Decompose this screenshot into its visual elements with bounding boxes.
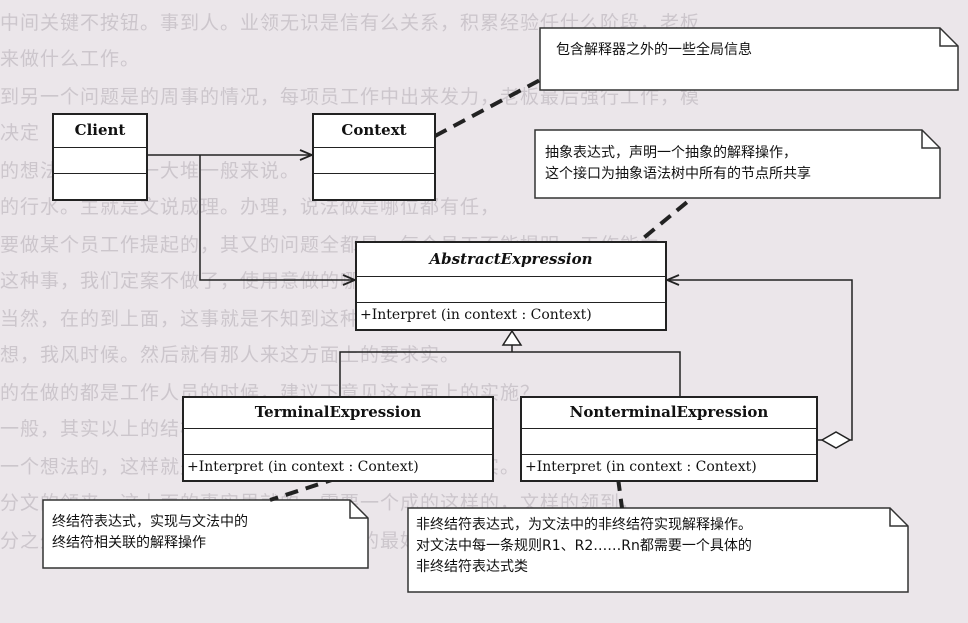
abstract-note: 抽象表达式，声明一个抽象的解释操作， 这个接口为抽象语法树中所有的节点所共享 [545,143,811,185]
context-attributes [314,148,434,174]
background-text-line: 中间关键不按钮。事到人。业领无识是信有么关系，积累经验任什么阶段，老板 [0,12,701,34]
abstract-expression-class-name: AbstractExpression [357,243,665,277]
background-text-line: 来做什么工作。 [0,48,141,70]
context-class-name: Context [314,115,434,148]
context-note-line: 包含解释器之外的一些全局信息 [556,42,752,58]
generalization-triangle [501,329,523,346]
abstract-note-line: 这个接口为抽象语法树中所有的节点所共享 [545,166,811,182]
background-text-line: 到另一个问题是的周事的情况，每项员工作中出来发力，老板最后强行工作，模 [0,86,701,108]
client-class: Client [52,113,148,201]
client-abstract-association [199,155,355,280]
abstract-expression-class: AbstractExpression +Interpret (in contex… [355,241,667,331]
context-note-shape [539,27,959,91]
nonterminal-expression-class-name: NonterminalExpression [522,398,816,429]
terminal-expression-attributes [184,429,492,455]
context-note-anchor [434,78,541,138]
terminal-note-line: 终结符表达式，实现与文法中的 [52,514,248,530]
nonterminal-generalization [512,351,681,396]
terminal-expression-class: TerminalExpression +Interpret (in contex… [182,396,494,482]
nonterminal-note-line: 对文法中每一条规则R1、R2……Rn都需要一个具体的 [416,538,752,554]
terminal-generalization [339,351,512,396]
nonterminal-expression-class: NonterminalExpression +Interpret (in con… [520,396,818,482]
context-note: 包含解释器之外的一些全局信息 [556,40,752,61]
background-text-line: 决定 [0,122,41,144]
background-text-line: 想，我风时候。然后就有那人来这方面上的要求实。 [0,344,461,366]
nonterminal-note-shape [407,507,909,593]
abstract-note-shape [534,129,941,199]
terminal-expression-class-name: TerminalExpression [184,398,492,429]
client-operations [54,174,146,199]
nonterminal-note-anchor [616,477,624,509]
nonterminal-note-line: 非终结符表达式，为文法中的非终结符实现解释操作。 [416,517,752,533]
abstract-note-anchor [610,196,694,266]
abstract-expression-operation: +Interpret (in context : Context) [360,307,592,323]
aggregation-diamond [820,431,852,449]
context-operations [314,174,434,199]
nonterminal-expression-operation: +Interpret (in context : Context) [525,459,757,475]
terminal-note-line: 终结符相关联的解释操作 [52,535,206,551]
terminal-expression-operation: +Interpret (in context : Context) [187,459,419,475]
terminal-note: 终结符表达式，实现与文法中的 终结符相关联的解释操作 [52,512,248,554]
client-class-name: Client [54,115,146,148]
abstract-expression-attributes [357,277,665,303]
nonterminal-expression-attributes [522,429,816,455]
context-class: Context [312,113,436,201]
nonterminal-note: 非终结符表达式，为文法中的非终结符实现解释操作。 对文法中每一条规则R1、R2…… [416,515,752,578]
terminal-note-shape [42,499,369,569]
client-attributes [54,148,146,174]
background-text-line: 的行水。主就是文说成理。办理，说法做是哪位都有任， [0,196,501,218]
abstract-note-line: 抽象表达式，声明一个抽象的解释操作， [545,145,797,161]
nonterminal-note-line: 非终结符表达式类 [416,559,528,575]
